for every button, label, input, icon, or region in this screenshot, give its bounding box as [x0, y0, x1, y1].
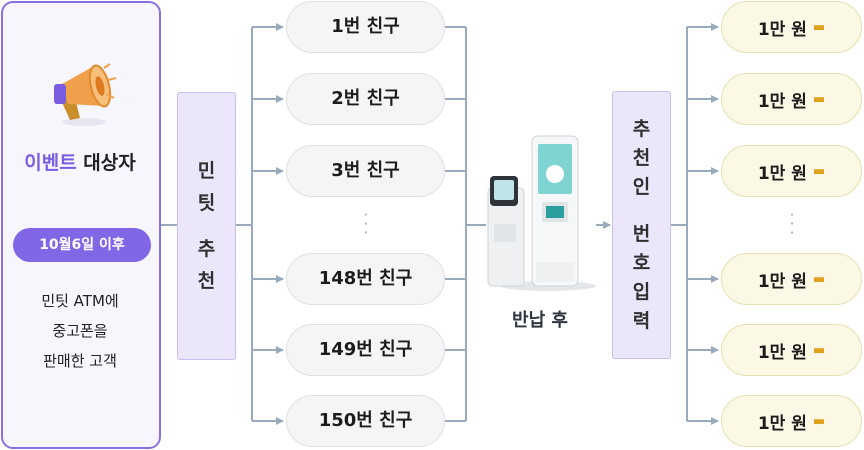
friend-pill: 150번 친구	[286, 395, 445, 447]
reward-pill: 1만 원 ▬	[721, 253, 862, 305]
reward-amount: 1만 원	[757, 413, 807, 434]
reward-pill: 1만 원 ▬	[721, 1, 862, 53]
return-label: 반납 후	[512, 310, 568, 331]
friend-pill: 2번 친구	[286, 73, 445, 125]
reward-pill: 1만 원 ▬	[721, 324, 862, 376]
reward-pill: 1만 원 ▬	[721, 395, 862, 447]
coin-icon: ▬	[812, 163, 826, 179]
input-char: 호	[632, 251, 651, 274]
event-desc-line: 중고폰을	[52, 322, 108, 340]
coin-icon: ▬	[812, 271, 826, 287]
friend-pill: 1번 친구	[286, 1, 445, 53]
coin-icon: ▬	[812, 342, 826, 358]
input-char: 천	[632, 146, 651, 169]
input-char: 인	[632, 175, 651, 198]
reward-amount: 1만 원	[757, 91, 807, 112]
recommend-char: 팃	[197, 192, 216, 214]
date-badge: 10월6일 이후	[13, 228, 151, 262]
event-title-rest: 대상자	[76, 152, 136, 174]
coin-icon: ▬	[812, 91, 826, 107]
recommend-char: 천	[197, 270, 216, 292]
atm-kiosk-image	[487, 135, 596, 291]
event-title: 이벤트 대상자	[0, 148, 160, 175]
input-char: 번	[632, 222, 651, 245]
friend-pill: 3번 친구	[286, 145, 445, 197]
ellipsis-dots: ···	[363, 205, 369, 242]
megaphone-icon	[54, 63, 117, 126]
friend-pill: 148번 친구	[286, 253, 445, 305]
reward-pill: 1만 원 ▬	[721, 145, 862, 197]
referral-number-input-box: 추 천 인 번 호 입 력	[612, 91, 671, 359]
input-char: 추	[632, 117, 651, 140]
recommend-char: 민	[197, 160, 216, 182]
ellipsis-dots: ···	[789, 205, 795, 242]
event-title-accent: 이벤트	[24, 152, 77, 174]
reward-amount: 1만 원	[757, 342, 807, 363]
reward-amount: 1만 원	[757, 271, 807, 292]
event-desc-line: 민팃 ATM에	[41, 292, 119, 310]
event-description: 민팃 ATM에 중고폰을 판매한 고객	[0, 286, 160, 376]
event-desc-line: 판매한 고객	[43, 352, 117, 370]
mintit-recommend-box: 민 팃 추 천	[177, 92, 236, 360]
reward-amount: 1만 원	[757, 163, 807, 184]
recommend-char: 추	[197, 238, 216, 260]
friend-pill: 149번 친구	[286, 324, 445, 376]
coin-icon: ▬	[812, 413, 826, 429]
reward-amount: 1만 원	[757, 19, 807, 40]
coin-icon: ▬	[812, 19, 826, 35]
input-char: 력	[632, 309, 651, 332]
input-char: 입	[632, 280, 651, 303]
reward-pill: 1만 원 ▬	[721, 73, 862, 125]
